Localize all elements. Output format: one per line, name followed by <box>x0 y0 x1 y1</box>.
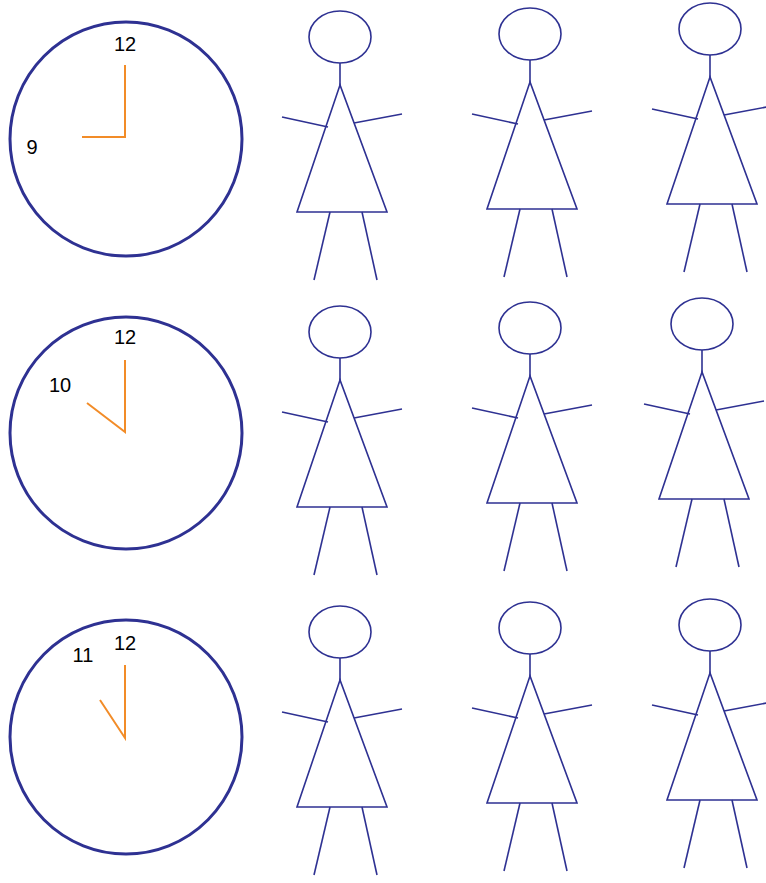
clock-outline <box>8 618 244 856</box>
stick-figure <box>282 11 402 280</box>
clock-number: 12 <box>114 34 136 54</box>
clock-outline <box>10 317 242 549</box>
clock-face: 12 10 <box>8 315 244 551</box>
clock-number: 10 <box>49 375 71 395</box>
stick-figure <box>282 606 402 875</box>
stick-figure <box>652 599 766 868</box>
stick-figure <box>644 298 764 567</box>
clock-number: 11 <box>73 645 94 665</box>
clock-face: 12 9 <box>8 20 244 258</box>
clock-outline <box>8 20 244 258</box>
stick-figure <box>652 3 766 272</box>
clock-outline <box>10 22 242 256</box>
stick-figure <box>472 302 592 571</box>
clock-number: 12 <box>114 327 136 347</box>
clock-hands <box>82 65 125 137</box>
clock-outline <box>10 620 242 854</box>
stick-figure <box>282 306 402 575</box>
stick-figure <box>472 602 592 871</box>
clock-number: 9 <box>26 137 37 157</box>
clock-hands <box>87 360 125 432</box>
clock-face: 11 12 <box>8 618 244 856</box>
clock-number: 12 <box>114 633 136 653</box>
clock-hands <box>100 665 125 738</box>
clock-outline <box>8 315 244 551</box>
stick-figure <box>472 8 592 277</box>
